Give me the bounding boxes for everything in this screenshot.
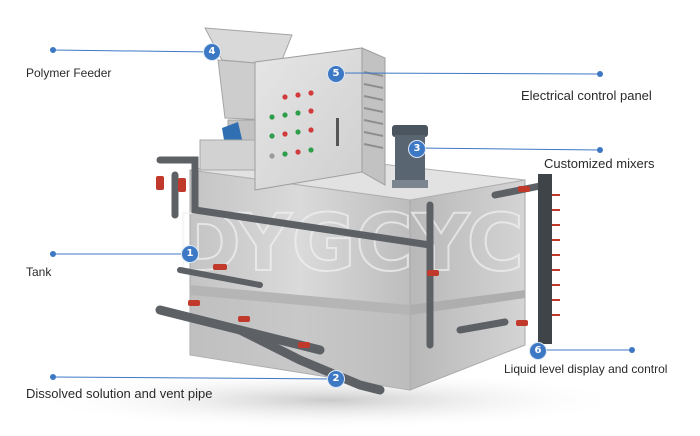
marker-3: 3	[408, 140, 426, 158]
mixer-motor	[392, 125, 428, 188]
marker-2: 2	[327, 370, 345, 388]
marker-4: 4	[203, 43, 221, 61]
leader-dot-level-display	[629, 347, 635, 353]
floor-shadow	[30, 370, 630, 430]
leader-dot-dissolved-pipe	[50, 374, 56, 380]
leader-dot-mixers	[597, 147, 603, 153]
label-customized-mixers: Customized mixers	[544, 156, 655, 171]
valves	[156, 176, 530, 348]
label-dissolved-solution-pipe: Dissolved solution and vent pipe	[26, 386, 213, 401]
leader-lines	[52, 49, 632, 380]
panel-indicator-lights	[269, 90, 314, 159]
leader-dot-electrical-panel	[597, 71, 603, 77]
marker-1: 1	[181, 245, 199, 263]
electrical-control-panel	[254, 47, 386, 191]
label-tank: Tank	[26, 265, 52, 279]
marker-6: 6	[529, 342, 547, 360]
liquid-level-gauge	[538, 174, 560, 344]
label-electrical-control-panel: Electrical control panel	[521, 88, 652, 103]
label-polymer-feeder: Polymer Feeder	[26, 66, 112, 80]
marker-5: 5	[327, 65, 345, 83]
label-liquid-level-display: Liquid level display and control	[504, 362, 668, 376]
leader-dot-polymer-feeder	[50, 47, 56, 53]
leader-dot-tank	[50, 251, 56, 257]
